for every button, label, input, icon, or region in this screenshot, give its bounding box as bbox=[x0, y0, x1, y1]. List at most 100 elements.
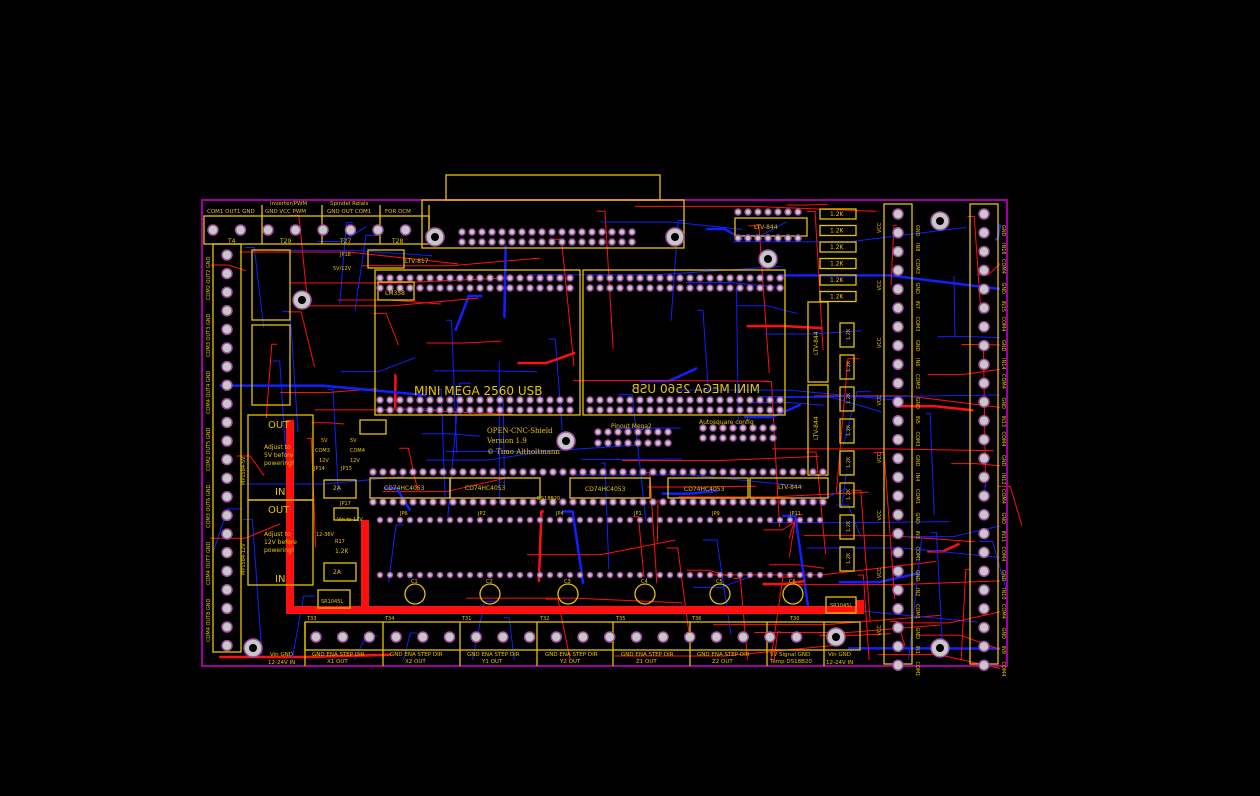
pad bbox=[546, 274, 554, 282]
pad bbox=[426, 396, 434, 404]
pad bbox=[654, 439, 662, 447]
pad bbox=[892, 565, 904, 577]
pad bbox=[978, 358, 990, 371]
pad bbox=[396, 516, 404, 524]
pad bbox=[789, 468, 797, 476]
pad bbox=[709, 424, 717, 432]
pad bbox=[426, 284, 434, 292]
pad bbox=[656, 284, 664, 292]
bottom-trace bbox=[272, 360, 288, 473]
resistor bbox=[819, 208, 857, 220]
pad bbox=[978, 264, 990, 277]
pad bbox=[207, 224, 219, 236]
input-label: GND bbox=[1000, 570, 1006, 582]
pad bbox=[406, 396, 414, 404]
pad bbox=[221, 416, 233, 429]
pad bbox=[488, 238, 496, 246]
top-trace bbox=[678, 491, 869, 498]
pad bbox=[784, 234, 792, 242]
pad bbox=[656, 396, 664, 404]
pad bbox=[539, 498, 547, 506]
u7-out: OUT bbox=[268, 420, 290, 431]
left-terminal-label: COM3 OUT3 GND bbox=[206, 313, 212, 357]
pad bbox=[569, 468, 577, 476]
pad bbox=[546, 406, 554, 414]
pad bbox=[556, 396, 564, 404]
pad bbox=[978, 302, 990, 314]
pad bbox=[684, 631, 696, 643]
top-terminal-label: COM1 OUT1 GND bbox=[207, 209, 255, 215]
motor-jumper-label: JP9 bbox=[711, 511, 720, 517]
top-trace bbox=[287, 311, 316, 368]
pad bbox=[546, 516, 554, 524]
pad bbox=[666, 274, 674, 282]
pad bbox=[476, 406, 484, 414]
input-label: GND bbox=[1000, 340, 1006, 352]
top-trace bbox=[666, 547, 690, 632]
pad bbox=[696, 571, 704, 579]
pad bbox=[606, 284, 614, 292]
bottom-terminal-ref: T30 bbox=[789, 616, 799, 622]
pad bbox=[756, 516, 764, 524]
pad bbox=[486, 274, 494, 282]
pad bbox=[489, 498, 497, 506]
input-label: GND bbox=[914, 570, 920, 582]
pad bbox=[221, 565, 233, 577]
pad bbox=[799, 498, 807, 506]
top-terminal-title: Inverter/PWM bbox=[270, 201, 307, 207]
pad bbox=[594, 428, 602, 436]
pad bbox=[603, 631, 616, 643]
pad bbox=[506, 274, 514, 282]
pad bbox=[310, 631, 322, 643]
ic-label: DS18B20 bbox=[537, 496, 560, 502]
pad bbox=[626, 571, 634, 579]
top-trace bbox=[857, 574, 870, 661]
motor-jumper-label: JP1 bbox=[633, 511, 642, 517]
pad bbox=[706, 274, 714, 282]
pad bbox=[549, 498, 557, 506]
bottom-trace bbox=[763, 330, 862, 335]
pad bbox=[528, 238, 536, 246]
top-terminal-title: Spindel Relais bbox=[330, 201, 369, 207]
pad bbox=[506, 516, 514, 524]
bottom-trace bbox=[806, 547, 1001, 558]
bottom-terminal-ref: T31 bbox=[461, 616, 471, 622]
pad bbox=[696, 516, 704, 524]
pad bbox=[978, 396, 990, 408]
pad bbox=[396, 571, 404, 579]
top-trace bbox=[210, 523, 281, 539]
bottom-trace bbox=[953, 276, 956, 337]
pads bbox=[207, 208, 990, 671]
jp14-label: JP14 bbox=[313, 466, 325, 472]
pad bbox=[639, 468, 647, 476]
u8-note: Adjust to bbox=[264, 531, 291, 538]
pad bbox=[604, 428, 612, 436]
pad bbox=[646, 274, 654, 282]
pad bbox=[528, 228, 536, 236]
pad bbox=[774, 208, 782, 216]
electrolytic-capacitor bbox=[557, 583, 579, 605]
top-trace bbox=[754, 624, 941, 634]
mounting-hole-center bbox=[249, 644, 257, 652]
top-trace bbox=[762, 579, 805, 586]
pad bbox=[616, 406, 624, 414]
pad bbox=[759, 424, 767, 432]
pad bbox=[892, 264, 904, 277]
pad bbox=[892, 245, 904, 258]
sel-label: COM4 bbox=[350, 448, 365, 454]
pad bbox=[436, 406, 444, 414]
pad bbox=[539, 468, 547, 476]
ic-outline bbox=[569, 477, 651, 499]
pad bbox=[386, 516, 394, 524]
bottom-trace bbox=[677, 389, 902, 402]
credit-line: OPEN-CNC-Shield bbox=[487, 427, 553, 435]
pad bbox=[726, 284, 734, 292]
pad bbox=[796, 516, 804, 524]
resistor-value: 1.2K bbox=[830, 261, 845, 268]
pad bbox=[649, 498, 657, 506]
pad bbox=[596, 516, 604, 524]
pad bbox=[344, 224, 357, 236]
pad bbox=[289, 224, 302, 236]
pad bbox=[599, 468, 607, 476]
